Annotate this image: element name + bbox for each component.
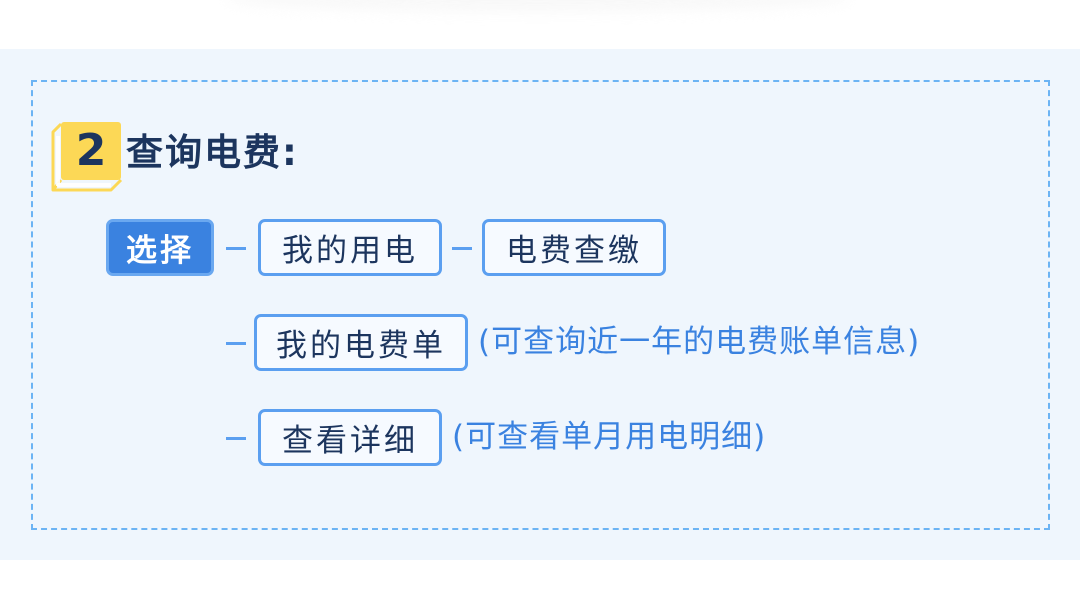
connector-line <box>452 247 472 250</box>
section-title: 查询电费: <box>126 131 299 174</box>
top-shadow <box>225 0 850 12</box>
instruction-panel <box>0 49 1080 560</box>
select-node[interactable]: 选择 <box>106 219 214 276</box>
my-electricity-node[interactable]: 我的用电 <box>258 219 442 276</box>
step-number: 2 <box>75 125 107 176</box>
my-electricity-label: 我的用电 <box>282 233 418 269</box>
my-bill-note: (可查询近一年的电费账单信息) <box>478 324 921 360</box>
view-details-node[interactable]: 查看详细 <box>258 409 442 466</box>
view-details-label: 查看详细 <box>282 423 418 459</box>
bill-payment-label: 电费查缴 <box>506 233 642 269</box>
my-bill-node[interactable]: 我的电费单 <box>254 314 468 371</box>
connector-line <box>226 247 246 250</box>
view-details-note: (可查看单月用电明细) <box>452 419 767 455</box>
dashed-frame <box>31 80 1050 530</box>
select-node-label: 选择 <box>126 233 194 269</box>
my-bill-label: 我的电费单 <box>276 328 446 364</box>
connector-line <box>226 342 246 345</box>
bill-payment-node[interactable]: 电费查缴 <box>482 219 666 276</box>
step-badge: 2 <box>51 122 123 192</box>
connector-line <box>226 437 246 440</box>
cube-icon <box>51 122 123 192</box>
